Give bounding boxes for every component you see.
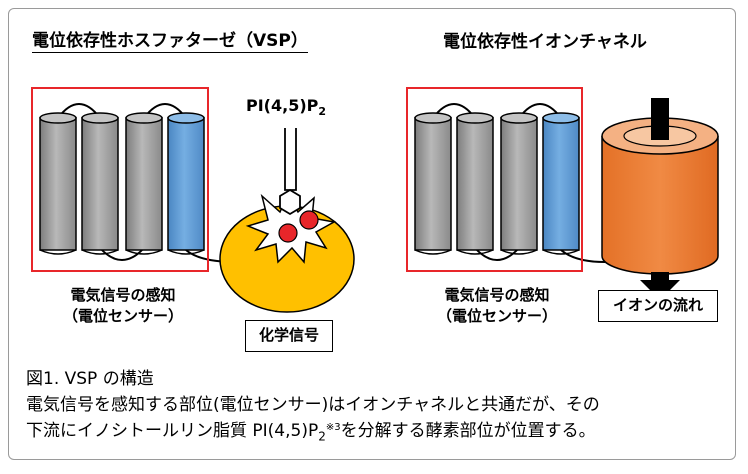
vsp-helix-2 [81, 112, 119, 255]
caption-line-2: 電気信号を感知する部位(電位センサー)はイオンチャネルと共通だが、その [26, 395, 600, 415]
phosphate-dot-2 [299, 210, 319, 230]
vsp-heading: 電位依存性ホスファターゼ（VSP） [32, 26, 308, 53]
vsp-loop-bottom-1 [99, 247, 145, 261]
vsp-helix-1 [39, 112, 77, 255]
ion-flow-label: イオンの流れ [598, 290, 718, 322]
channel-helix-4-sensor [542, 112, 580, 255]
channel-sensor-highlight [406, 87, 583, 272]
chemical-signal-label: 化学信号 [245, 320, 333, 352]
figure-caption: 図1. VSP の構造 電気信号を感知する部位(電位センサー)はイオンチャネルと… [26, 366, 600, 444]
channel-helix-2 [456, 112, 494, 255]
caption-title: 図1. VSP の構造 [26, 369, 154, 389]
channel-helix-1 [414, 112, 452, 255]
channel-heading: 電位依存性イオンチャネル [443, 32, 647, 52]
caption-line-3: 下流にイノシトールリン脂質 PI(4,5)P2※3を分解する酵素部位が位置する。 [26, 421, 596, 444]
vsp-sensor-highlight [31, 87, 209, 272]
vsp-helix-4-sensor [167, 112, 205, 255]
channel-sensor-label: 電気信号の感知 （電位センサー） [436, 286, 557, 325]
vsp-helix-3 [125, 112, 163, 255]
ion-channel-pore [601, 117, 719, 275]
phosphate-dot-1 [278, 223, 298, 243]
vsp-sensor-label: 電気信号の感知 （電位センサー） [62, 286, 183, 325]
pi45p2-lipid [279, 128, 301, 216]
pi45p2-label: PI(4,5)P2 [246, 96, 327, 119]
channel-loop-bottom-1 [474, 247, 520, 261]
channel-linker [560, 249, 606, 263]
channel-helix-3 [500, 112, 538, 255]
